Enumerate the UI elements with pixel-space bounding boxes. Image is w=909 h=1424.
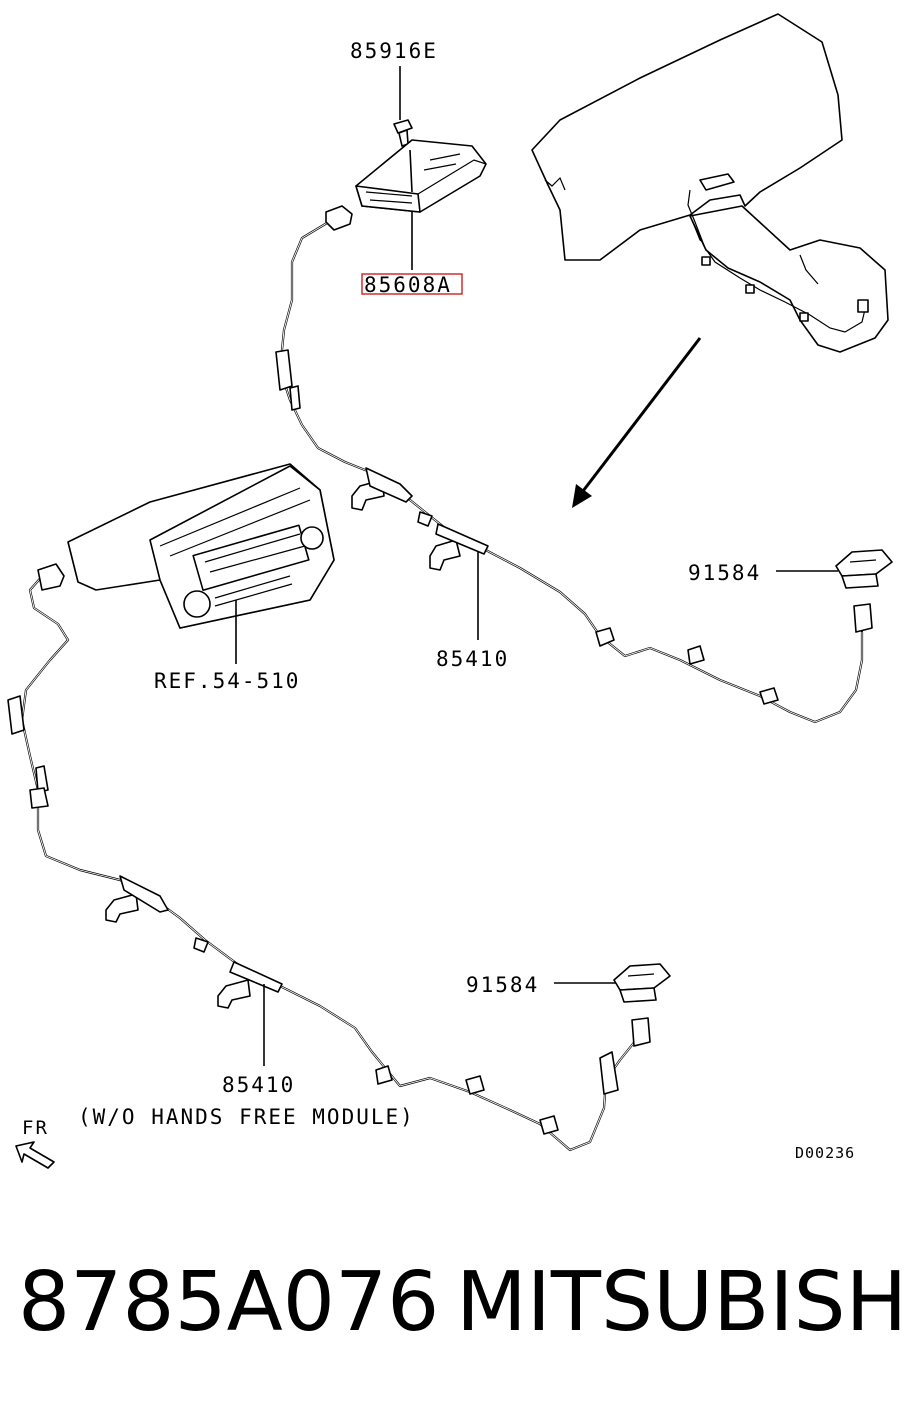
upper-harness	[275, 205, 873, 724]
radio-callout[interactable]: REF.54-510	[154, 669, 300, 693]
jack-lower-part	[613, 963, 671, 1003]
harness-lower-callout[interactable]: 85410	[222, 1073, 295, 1097]
front-arrow-icon	[15, 1141, 55, 1169]
front-direction-indicator: FR	[15, 1117, 55, 1169]
brand-name: MITSUBISHI	[456, 1255, 909, 1350]
harness-upper-callout[interactable]: 85410	[436, 647, 509, 671]
part-number: 8785A076	[18, 1255, 440, 1350]
module-callout-highlight	[361, 273, 463, 295]
view-arrow	[572, 337, 702, 508]
harness-lower-note: (W/O HANDS FREE MODULE)	[78, 1105, 415, 1129]
module-part	[355, 139, 487, 213]
module-callout[interactable]: 85608A	[364, 273, 452, 297]
radio-unit	[67, 463, 335, 629]
front-label: FR	[22, 1117, 49, 1139]
jack-upper-part	[835, 549, 893, 589]
dashboard-inset	[531, 13, 889, 353]
jack-lower-callout[interactable]: 91584	[466, 973, 539, 997]
bolt-callout: 85916E	[350, 39, 438, 63]
diagram-code: D00236	[795, 1144, 855, 1162]
lower-harness	[7, 563, 651, 1152]
jack-upper-callout[interactable]: 91584	[688, 561, 761, 585]
